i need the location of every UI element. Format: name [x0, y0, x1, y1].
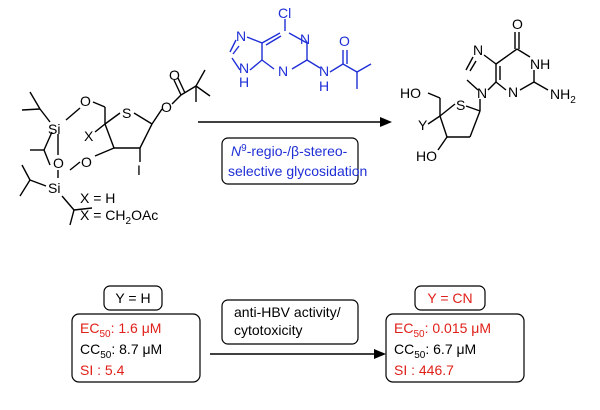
right-ec50: EC50: 0.015 μM [394, 320, 491, 340]
right-activity-box: EC50: 0.015 μM CC50: 6.7 μM SI : 446.7 [385, 313, 525, 383]
right-nh2: NH2 [550, 86, 576, 106]
left-o-ester1: O [161, 99, 172, 115]
left-o-ester2: O [169, 67, 180, 83]
right-si: SI : 446.7 [394, 362, 454, 378]
middle-line2: cytotoxicity [234, 322, 302, 338]
middle-activity-box: anti-HBV activity/ cytotoxicity [221, 299, 359, 345]
left-s: S [122, 105, 131, 121]
reagent-n-ring: N [239, 60, 249, 76]
left-y-h-label: Y = H [103, 285, 163, 311]
reagent-n-bottom: N [278, 63, 288, 79]
reagent-structure [229, 19, 372, 89]
right-ho-top: HO [400, 85, 421, 101]
right-atoms: O N NH NH2 N N HO S Y HO [400, 16, 576, 164]
left-ec50: EC50: 1.6 μM [80, 320, 161, 340]
reagent-cl: Cl [278, 5, 291, 21]
svg-text:Y = CN: Y = CN [427, 290, 472, 306]
left-si1: Si [48, 121, 60, 137]
top-reaction-arrow [198, 117, 392, 127]
left-o3: O [81, 154, 92, 170]
left-o2: O [53, 155, 64, 171]
legend-x-ch2oac: X = CH2OAc [80, 207, 158, 227]
left-structure [19, 69, 211, 226]
right-nh: NH [530, 56, 550, 72]
left-o1: O [80, 93, 91, 109]
right-n9: N [477, 85, 487, 101]
reaction-conditions-box: N9-regio-/β-stereo- selective glycosidat… [221, 137, 367, 185]
bottom-reaction-arrow [210, 349, 386, 359]
reagent-o: O [339, 33, 350, 49]
right-y-cn-label: Y = CN [414, 285, 486, 311]
reagent-amide-h: H [319, 78, 329, 94]
left-si2: Si [48, 180, 60, 196]
right-n3: N [508, 84, 518, 100]
right-structure [427, 32, 549, 151]
left-x: X [84, 128, 94, 144]
reagent-h-ring: H [239, 74, 249, 90]
left-si: SI : 5.4 [80, 362, 125, 378]
right-o: O [512, 16, 523, 32]
middle-line1: anti-HBV activity/ [234, 304, 341, 320]
right-s: S [456, 97, 465, 113]
right-ho-bottom: HO [416, 148, 437, 164]
left-activity-box: EC50: 1.6 μM CC50: 8.7 μM SI : 5.4 [71, 313, 201, 383]
right-cc50: CC50: 6.7 μM [394, 341, 476, 361]
left-atoms: Si O O O Si S X I O O [48, 67, 180, 196]
right-n7: N [473, 42, 483, 58]
reagent-n-right: N [300, 31, 310, 47]
right-y: Y [418, 117, 428, 133]
legend-x-h: X = H [80, 190, 115, 206]
left-i: I [137, 162, 141, 178]
reagent-amide-n: N [319, 63, 329, 79]
reagent-n-upper-left: N [236, 28, 246, 44]
left-cc50: CC50: 8.7 μM [80, 341, 162, 361]
conditions-line1: N9-regio-/β-stereo- [231, 143, 348, 159]
svg-text:Y = H: Y = H [115, 290, 150, 306]
reagent-atoms: Cl N N H N N N H O [236, 5, 350, 94]
conditions-line2: selective glycosidation [228, 163, 367, 179]
